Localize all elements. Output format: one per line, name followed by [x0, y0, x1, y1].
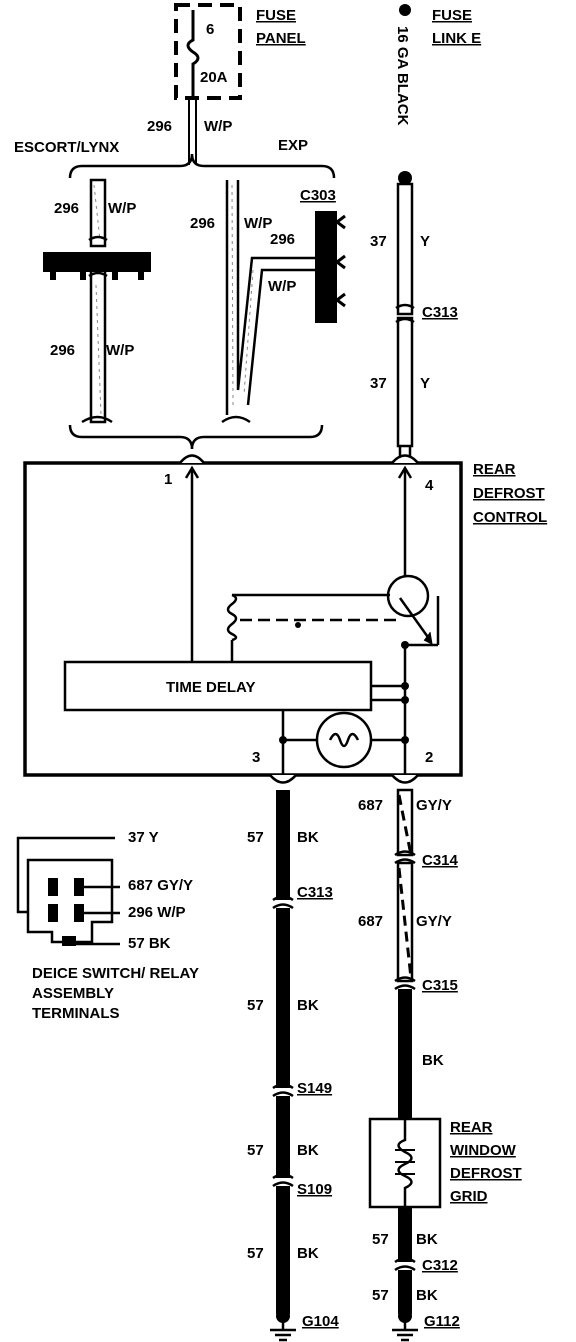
wire-color-bk-e: BK: [416, 1231, 438, 1248]
connector-c303: [315, 211, 346, 323]
control-title-3: CONTROL: [473, 509, 547, 526]
wire-color-exp-b: W/P: [268, 278, 296, 295]
connector-c314-label: C314: [422, 852, 459, 869]
fuse-number: 6: [206, 21, 214, 38]
rear-defrost-control-box: [23, 454, 463, 784]
wire-num-296: 296: [147, 118, 172, 135]
wire-687-gyy: [394, 788, 416, 1119]
connector-c312-label: C312: [422, 1257, 458, 1274]
fuse-link-wire-gauge: 16 GA BLACK: [394, 26, 411, 126]
fuse-panel-title-2: PANEL: [256, 30, 306, 47]
deice-caption-3: TERMINALS: [32, 1005, 120, 1022]
wire-color-y-a: Y: [420, 233, 430, 250]
wire-color-bk-a: BK: [297, 829, 319, 846]
deice-caption-1: DEICE SWITCH/ RELAY: [32, 965, 199, 982]
wire-color-escort-b: W/P: [106, 342, 134, 359]
wire-57-bk: [272, 790, 294, 1314]
ground-g104: [270, 1309, 296, 1342]
ground-g112-label: G112: [424, 1313, 460, 1330]
connector-c313-bottom-label: C313: [297, 884, 333, 901]
connector-c313-top-label: C313: [422, 304, 458, 321]
wire-color-gyy-a: GY/Y: [416, 797, 452, 814]
wire-num-687-a: 687: [358, 797, 383, 814]
wire-num-57-a: 57: [247, 829, 264, 846]
time-delay-label: TIME DELAY: [166, 679, 255, 696]
grid-title-3: DEFROST: [450, 1165, 522, 1182]
wire-num-37-b: 37: [370, 375, 387, 392]
wire-num-57-e: 57: [372, 1231, 389, 1248]
ground-g104-label: G104: [302, 1313, 339, 1330]
wire-color-bk-f: BK: [416, 1287, 438, 1304]
wire-296-escort: [88, 178, 108, 424]
wire-color-escort-a: W/P: [108, 200, 136, 217]
pin-1-label: 1: [164, 471, 172, 488]
splice-s109-label: S109: [297, 1181, 332, 1198]
wire-num-37-a: 37: [370, 233, 387, 250]
ground-g112: [392, 1309, 418, 1342]
fuse-link-title-1: FUSE: [432, 7, 472, 24]
wire-color-wp: W/P: [204, 118, 232, 135]
fuse-link-e: [398, 4, 412, 185]
wire-num-296-escort-a: 296: [54, 200, 79, 217]
deice-terminal-296wp: 296 W/P: [128, 904, 186, 921]
fuse-panel: 6 20A: [174, 3, 242, 100]
control-title-2: DEFROST: [473, 485, 545, 502]
wire-color-y-b: Y: [420, 375, 430, 392]
pin-3-label: 3: [252, 749, 260, 766]
wire-num-57-f: 57: [372, 1287, 389, 1304]
wire-296-exp: [225, 180, 316, 415]
grid-title-1: REAR: [450, 1119, 493, 1136]
wire-color-exp-a: W/P: [244, 215, 272, 232]
deice-switch-connector: [16, 836, 120, 946]
split-bracket-top: [68, 153, 336, 179]
wire-color-bk-d: BK: [297, 1245, 319, 1262]
split-bracket-bottom: [68, 424, 324, 450]
grid-title-4: GRID: [450, 1188, 488, 1205]
wire-num-296-exp-a: 296: [190, 215, 215, 232]
fuse-rating: 20A: [200, 69, 228, 86]
connector-block-escort: [43, 252, 151, 280]
splice-s149-label: S149: [297, 1080, 332, 1097]
wire-color-bk-b: BK: [297, 997, 319, 1014]
wire-296-main: [188, 98, 197, 165]
wire-num-57-c: 57: [247, 1142, 264, 1159]
wire-color-gyy-b: GY/Y: [416, 913, 452, 930]
wire-color-bk-only: BK: [422, 1052, 444, 1069]
deice-terminal-37y: 37 Y: [128, 829, 159, 846]
connector-c303-label: C303: [300, 187, 336, 204]
rear-window-defrost-grid: [368, 1117, 442, 1209]
wire-num-687-b: 687: [358, 913, 383, 930]
control-title-1: REAR: [473, 461, 516, 478]
wire-num-296-exp-b: 296: [270, 231, 295, 248]
wire-37-y: [395, 182, 415, 460]
deice-caption-2: ASSEMBLY: [32, 985, 114, 1002]
connector-c315-label: C315: [422, 977, 458, 994]
deice-terminal-687gyy: 687 GY/Y: [128, 877, 193, 894]
variant-exp: EXP: [278, 137, 308, 154]
pin-4-label: 4: [425, 477, 434, 494]
fuse-link-title-2: LINK E: [432, 30, 481, 47]
wire-num-57-d: 57: [247, 1245, 264, 1262]
grid-title-2: WINDOW: [450, 1142, 517, 1159]
pin-2-label: 2: [425, 749, 433, 766]
wire-57-bk-right: [394, 1207, 416, 1314]
wire-num-57-b: 57: [247, 997, 264, 1014]
deice-terminal-57bk: 57 BK: [128, 935, 171, 952]
fuse-panel-title-1: FUSE: [256, 7, 296, 24]
variant-escort-lynx: ESCORT/LYNX: [14, 139, 119, 156]
wire-num-296-escort-b: 296: [50, 342, 75, 359]
wire-color-bk-c: BK: [297, 1142, 319, 1159]
